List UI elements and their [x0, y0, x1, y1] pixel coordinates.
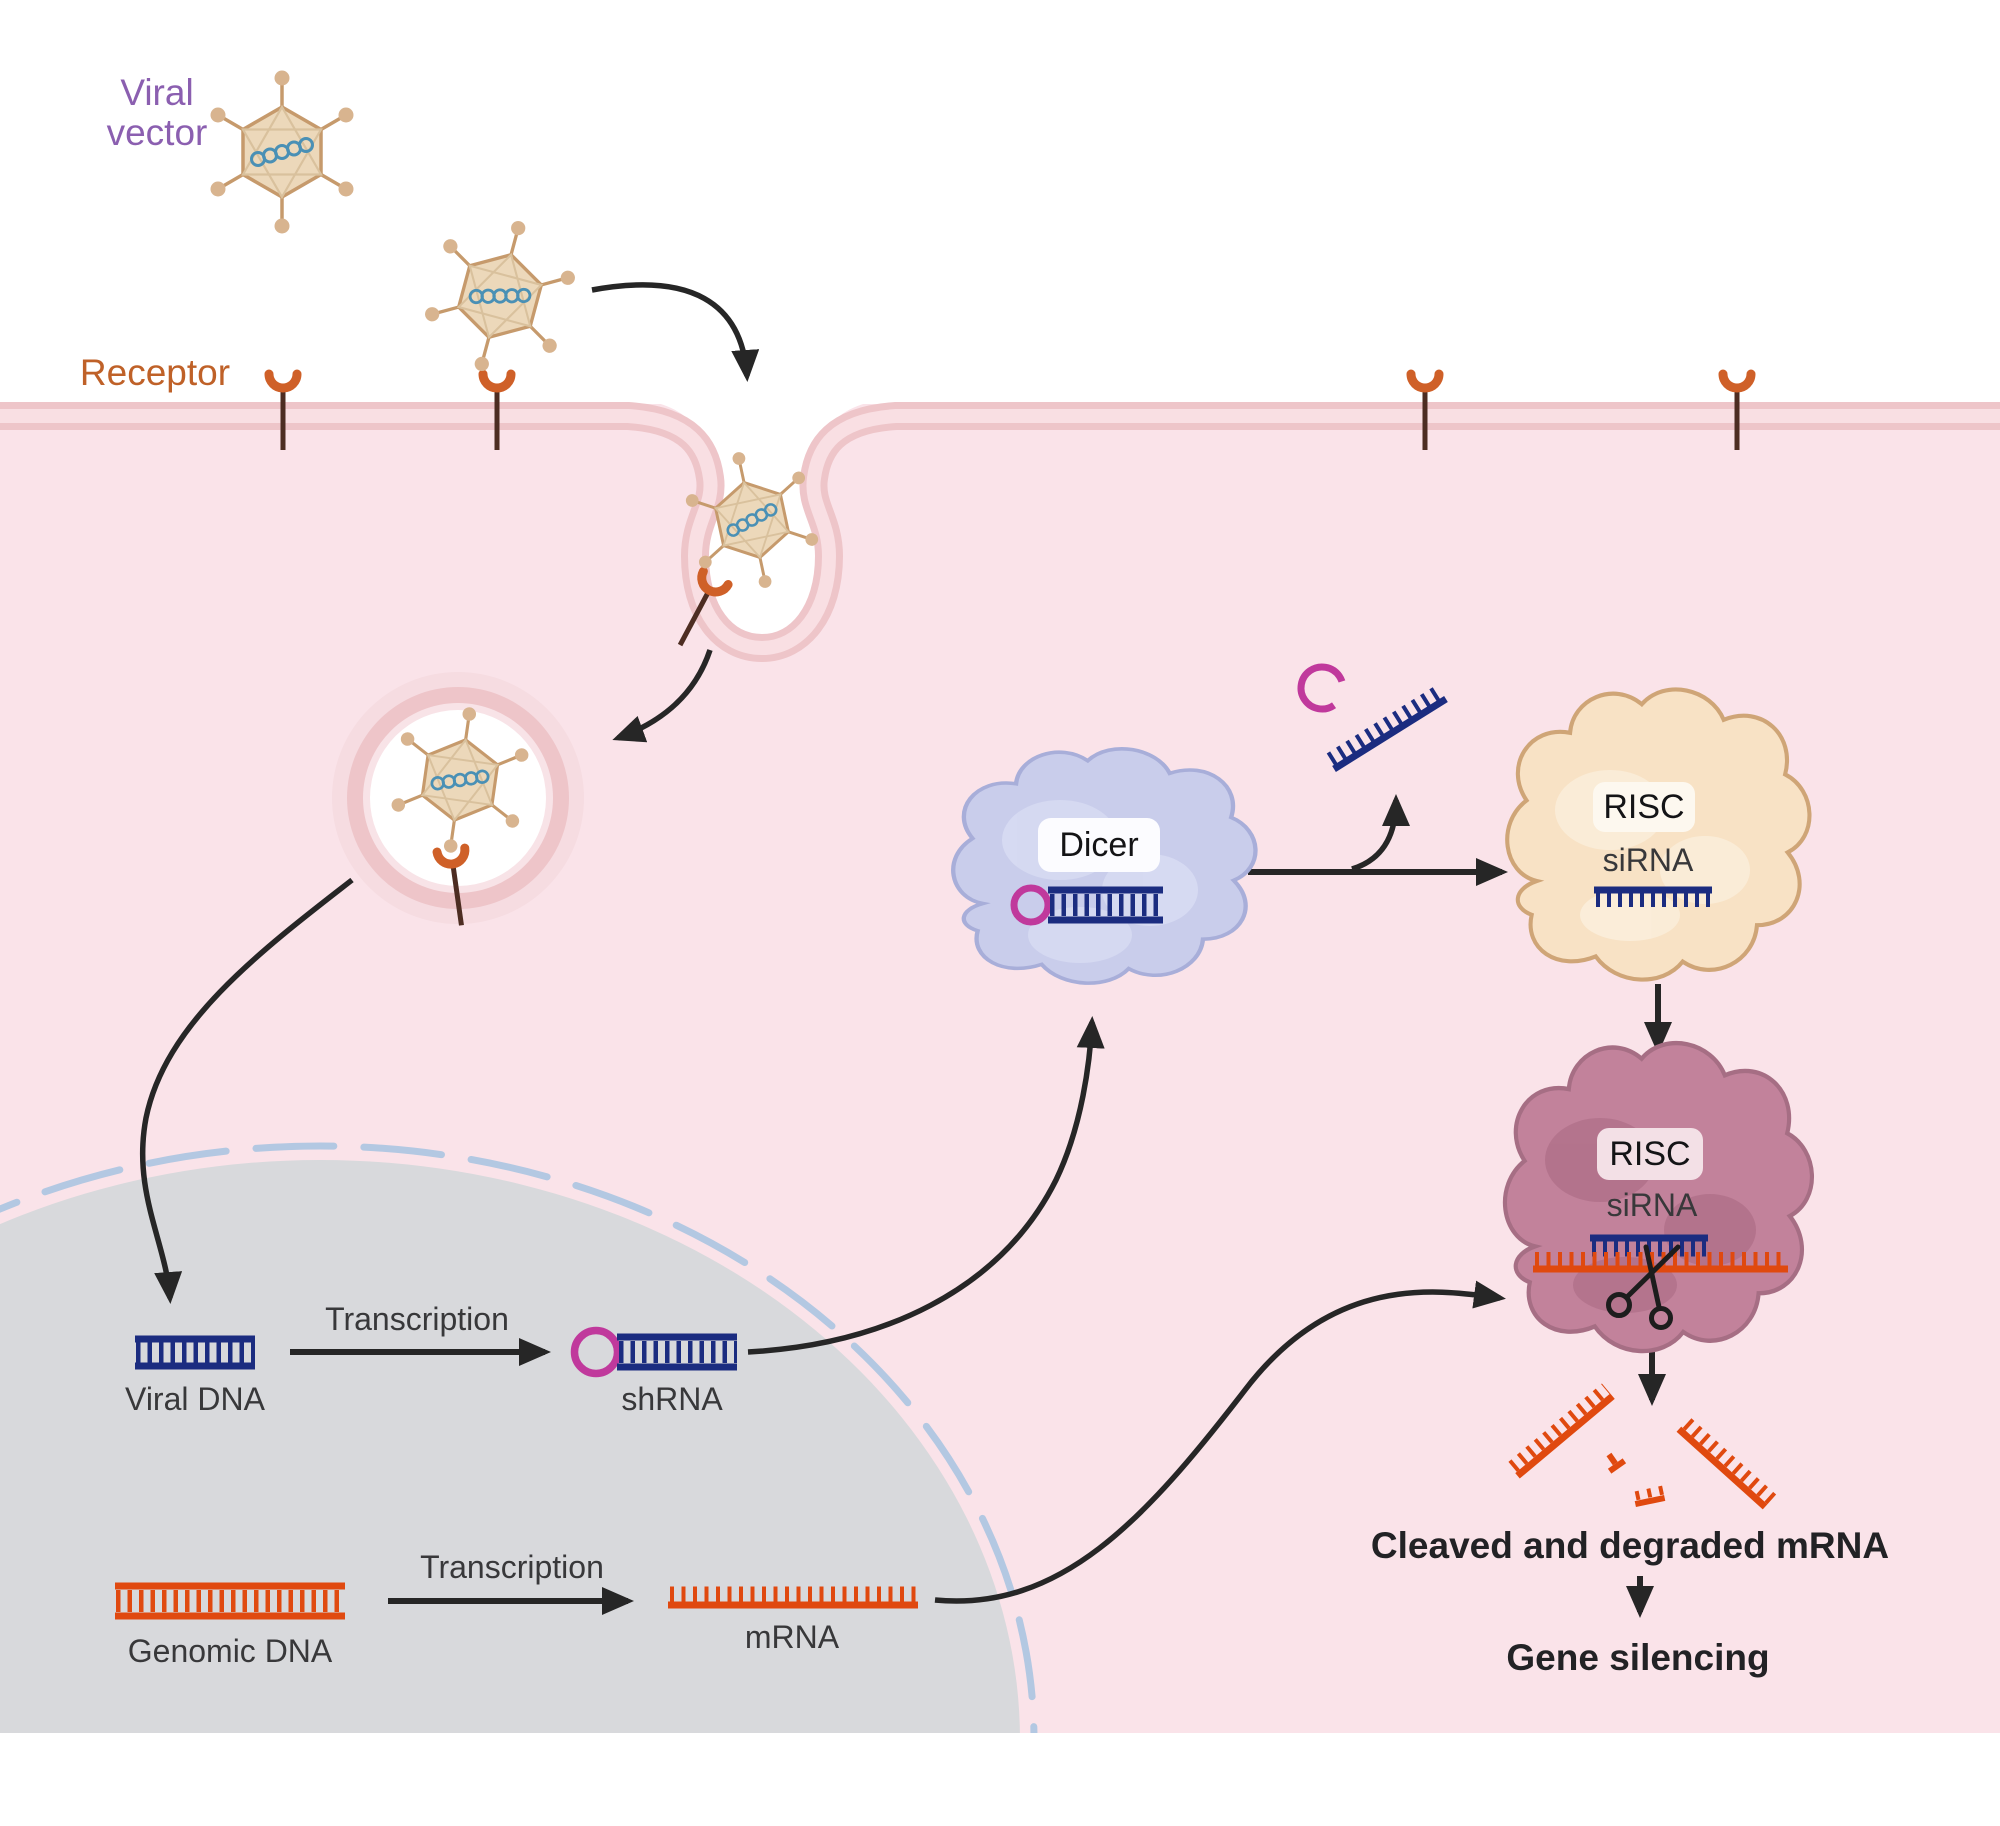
- target-mrna: [1533, 1252, 1788, 1273]
- transcription-2-label: Transcription: [420, 1549, 604, 1585]
- mrna-strand: [668, 1586, 918, 1609]
- cleaved-mrna-fragments: [1508, 1383, 1777, 1510]
- scissors-icon: [1606, 1244, 1681, 1330]
- shrna-label: shRNA: [621, 1381, 723, 1417]
- genomic-dna: [115, 1582, 345, 1620]
- risc-sirna-complex: RISC siRNA: [1507, 689, 1809, 979]
- gene-silencing-caption: Gene silencing: [1506, 1637, 1769, 1678]
- released-sirna-strand: [1326, 684, 1448, 772]
- sirna-lower-label: siRNA: [1607, 1187, 1698, 1223]
- risc-lower-badge: [1597, 1128, 1703, 1180]
- risc-upper-sirna: [1594, 886, 1712, 907]
- dicer-complex: Dicer: [953, 749, 1255, 983]
- risc-lower-label: RISC: [1609, 1135, 1690, 1173]
- flow-arrows: [139, 282, 1672, 1618]
- viral-vector-label-line2: vector: [107, 112, 208, 153]
- risc-cleaving-complex: RISC siRNA: [1505, 1043, 1812, 1351]
- shrna-loop: [570, 1326, 622, 1378]
- cleaved-mrna-caption: Cleaved and degraded mRNA: [1371, 1525, 1889, 1566]
- dicer-shrna-stem: [1048, 886, 1163, 924]
- viral-dna: [135, 1335, 255, 1370]
- dicer-label: Dicer: [1059, 826, 1138, 864]
- receptor-label: Receptor: [80, 352, 230, 393]
- viral-vector-label-line1: Viral: [120, 72, 193, 113]
- arrow-loop-release: [1351, 794, 1410, 872]
- mrna-label: mRNA: [745, 1619, 840, 1655]
- arrow-endosome-to-nucleus: [139, 877, 354, 1304]
- risc-upper-badge: [1593, 782, 1695, 832]
- bottom-margin: [0, 1733, 2000, 1826]
- risc-upper-label: RISC: [1603, 788, 1684, 826]
- dicer-badge: [1038, 818, 1160, 872]
- dicer-shrna-loop: [1010, 884, 1052, 926]
- shrna: [570, 1326, 737, 1378]
- arrow-mrna-to-risc: [934, 1280, 1506, 1604]
- arrow-shrna-to-dicer: [747, 1016, 1105, 1355]
- viral-dna-label: Viral DNA: [125, 1381, 266, 1417]
- sirna-upper-label: siRNA: [1603, 842, 1694, 878]
- arrow-virus-to-pit: [591, 282, 760, 382]
- genomic-dna-label: Genomic DNA: [128, 1633, 333, 1669]
- transcription-1-label: Transcription: [325, 1301, 509, 1337]
- risc-lower-sirna: [1590, 1234, 1708, 1257]
- arrow-pit-to-endosome: [612, 649, 713, 743]
